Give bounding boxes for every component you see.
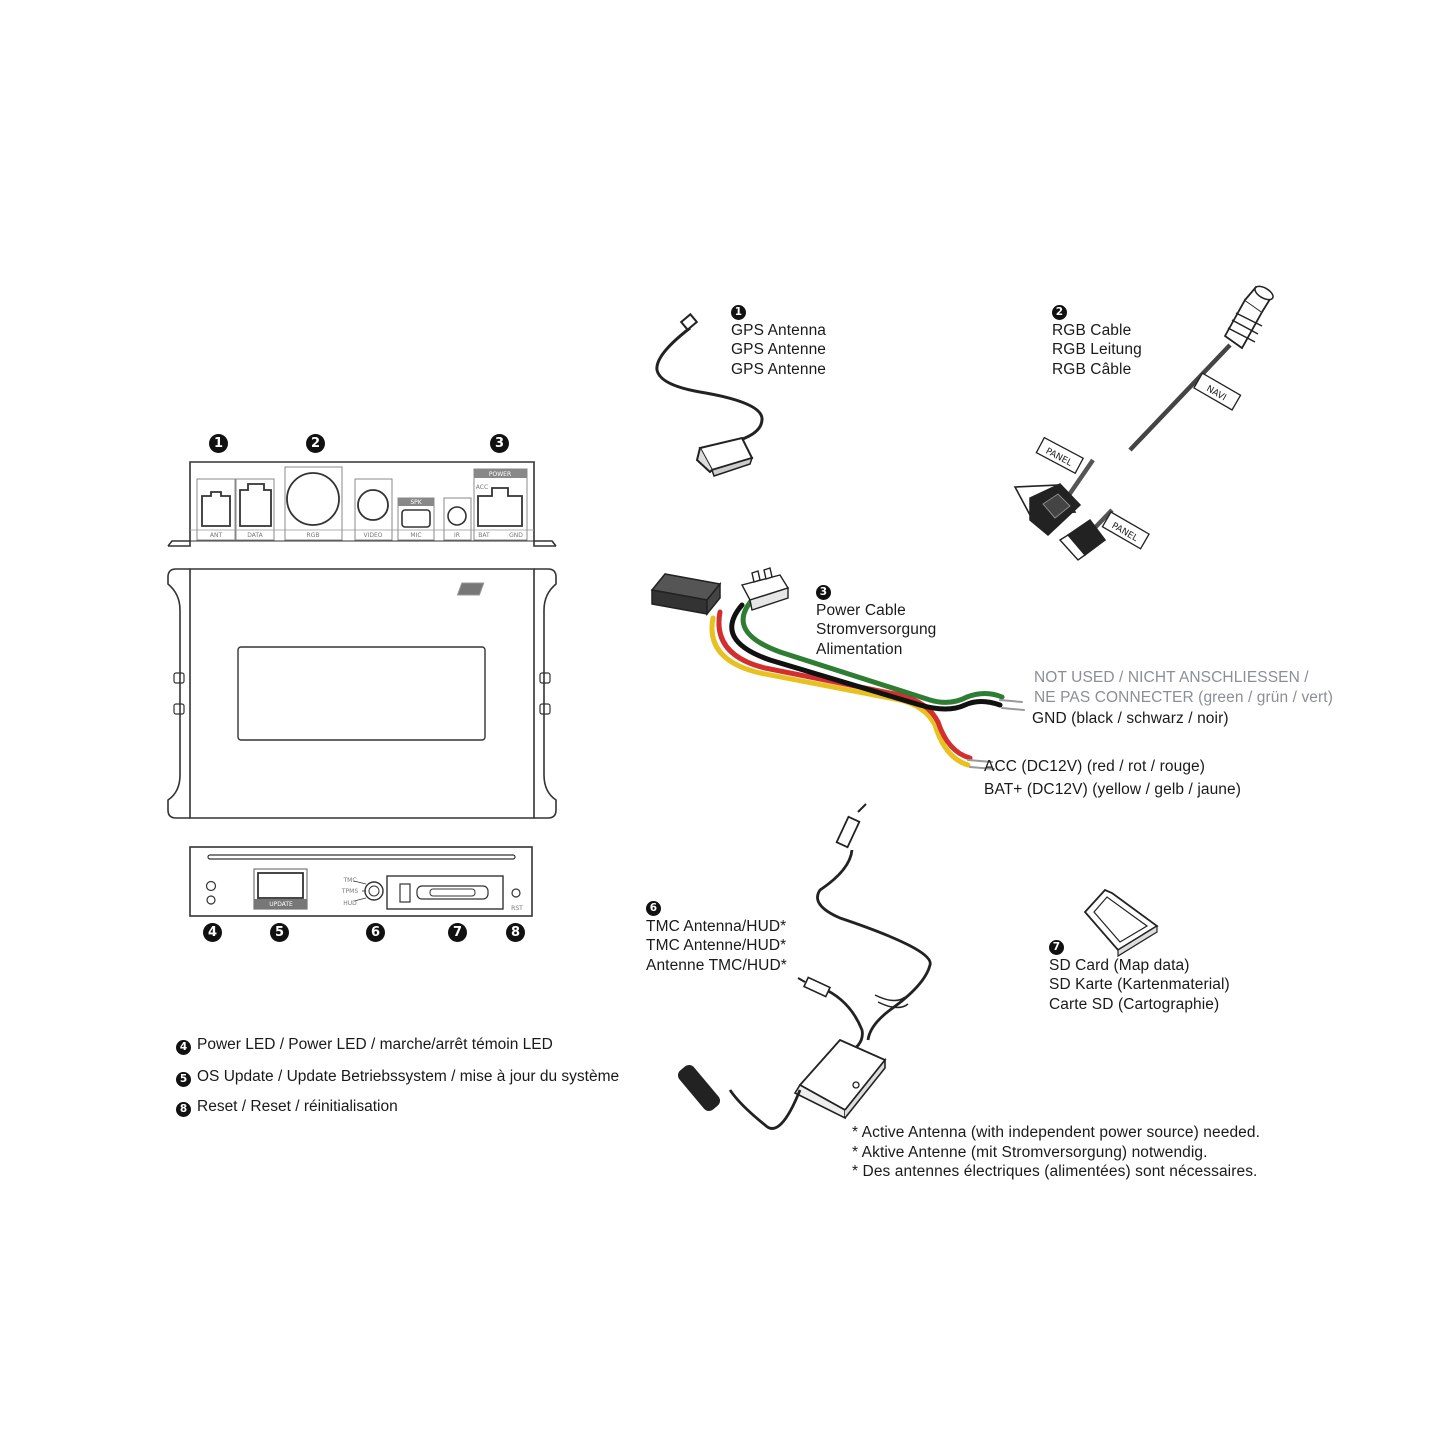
device-top-view: [167, 568, 557, 819]
tmc-label-de: TMC Antenne/HUD*: [646, 937, 787, 954]
tmc-antenna-label: 6 TMC Antenna/HUD* TMC Antenne/HUD* Ante…: [646, 897, 787, 975]
legend-item-reset: 8 Reset / Reset / réinitialisation: [176, 1097, 398, 1117]
port-label-data: DATA: [247, 532, 263, 539]
front-label-tpms: TPMS: [341, 888, 358, 895]
port-label-mic: MIC: [410, 532, 421, 539]
power-cable-illustration: [709, 597, 1025, 770]
rgb-label-fr: RGB Câble: [1052, 360, 1132, 378]
sd-label-de: SD Karte (Kartenmaterial): [1049, 976, 1230, 993]
device-badge-8: 8: [506, 923, 525, 942]
update-slot-label: UPDATE: [269, 901, 293, 908]
rgb-label-de: RGB Leitung: [1052, 341, 1142, 358]
power-fuse-holder: [456, 573, 722, 617]
active-antenna-footnote: * Active Antenna (with independent power…: [852, 1123, 1260, 1182]
gps-antenna-label: 1 GPS Antenna GPS Antenne GPS Antenne: [731, 301, 826, 379]
device-front-labels: UPDATE TMC TPMS HUD RST: [269, 877, 523, 912]
device-badge-1: 1: [209, 434, 228, 453]
port-label-ir: IR: [454, 532, 460, 539]
gps-badge: 1: [731, 305, 746, 320]
front-label-tmc: TMC: [342, 877, 356, 884]
front-label-hud: HUD: [343, 900, 357, 907]
device-back-panel: [167, 461, 557, 547]
sd-card-illustration: [1083, 888, 1159, 958]
acc-wire-label: ACC (DC12V) (red / rot / rouge): [984, 758, 1206, 775]
footnote-fr: * Des antennes électriques (alimentées) …: [852, 1163, 1258, 1180]
legend-text-os-update: OS Update / Update Betriebssystem / mise…: [197, 1068, 620, 1085]
power-connector: [740, 567, 790, 611]
tmc-antenna-illustration: [677, 803, 932, 1130]
rgb-cable-illustration: NAVI PANEL PANEL: [1013, 285, 1274, 561]
legend-text-power-led: Power LED / Power LED / marche/arrêt tém…: [197, 1036, 553, 1053]
legend-badge-5: 5: [176, 1072, 191, 1087]
gps-label-fr: GPS Antenne: [731, 360, 827, 378]
sd-badge: 7: [1049, 940, 1064, 955]
port-label-spk: SPK: [410, 499, 422, 506]
tmc-badge: 6: [646, 901, 661, 916]
power-label-en: Power Cable: [816, 601, 906, 619]
bat-wire-label: BAT+ (DC12V) (yellow / gelb / jaune): [984, 781, 1242, 798]
device-front-panel: [189, 846, 533, 917]
port-label-rgb: RGB: [307, 532, 320, 539]
gps-label-en: GPS Antenna: [731, 321, 827, 339]
rgb-cable-label: 2 RGB Cable RGB Leitung RGB Câble: [1052, 301, 1142, 379]
rgb-badge: 2: [1052, 305, 1067, 320]
legend-badge-8: 8: [176, 1102, 191, 1117]
not-used-wire-label: NOT USED / NICHT ANSCHLIESSEN / NE PAS C…: [1034, 668, 1333, 707]
power-cable-label: 3 Power Cable Stromversorgung Alimentati…: [816, 581, 936, 659]
port-label-video: VIDEO: [363, 532, 382, 539]
device-badge-6: 6: [366, 923, 385, 942]
device-back-port-labels: ANT DATA RGB VIDEO SPK MIC IR POWER ACC …: [210, 471, 523, 539]
port-label-power: POWER: [489, 471, 511, 478]
not-used-line-1: NOT USED / NICHT ANSCHLIESSEN /: [1034, 669, 1309, 686]
power-badge: 3: [816, 585, 831, 600]
sd-label-fr: Carte SD (Cartographie): [1049, 995, 1220, 1013]
gps-label-de: GPS Antenne: [731, 341, 827, 358]
footnote-en: * Active Antenna (with independent power…: [852, 1124, 1261, 1141]
device-badge-4: 4: [203, 923, 222, 942]
not-used-line-2: NE PAS CONNECTER (green / grün / vert): [1034, 688, 1333, 706]
device-badge-5: 5: [270, 923, 289, 942]
device-badge-2: 2: [306, 434, 325, 453]
gnd-wire-label: GND (black / schwarz / noir): [1032, 710, 1229, 727]
legend-item-power-led: 4 Power LED / Power LED / marche/arrêt té…: [176, 1035, 553, 1055]
port-label-gnd: GND: [509, 532, 523, 539]
sd-card-label: 7 SD Card (Map data) SD Karte (Kartenmat…: [1049, 936, 1230, 1014]
legend-badge-4: 4: [176, 1040, 191, 1055]
power-label-fr: Alimentation: [816, 640, 903, 658]
legend-item-os-update: 5 OS Update / Update Betriebssystem / mis…: [176, 1067, 619, 1087]
front-label-rst: RST: [511, 905, 523, 912]
rgb-label-en: RGB Cable: [1052, 321, 1132, 339]
legend-text-reset: Reset / Reset / réinitialisation: [197, 1098, 398, 1115]
port-label-bat: BAT: [478, 532, 490, 539]
power-label-de: Stromversorgung: [816, 621, 937, 638]
tmc-label-fr: Antenne TMC/HUD*: [646, 956, 787, 974]
sd-label-en: SD Card (Map data): [1049, 956, 1190, 974]
tmc-label-en: TMC Antenna/HUD*: [646, 917, 787, 935]
port-label-ant: ANT: [210, 532, 223, 539]
port-label-acc: ACC: [476, 484, 488, 491]
gps-antenna-illustration: [655, 312, 764, 477]
device-badge-3: 3: [490, 434, 509, 453]
footnote-de: * Aktive Antenne (mit Stromversorgung) n…: [852, 1143, 1208, 1161]
device-badge-7: 7: [448, 923, 467, 942]
